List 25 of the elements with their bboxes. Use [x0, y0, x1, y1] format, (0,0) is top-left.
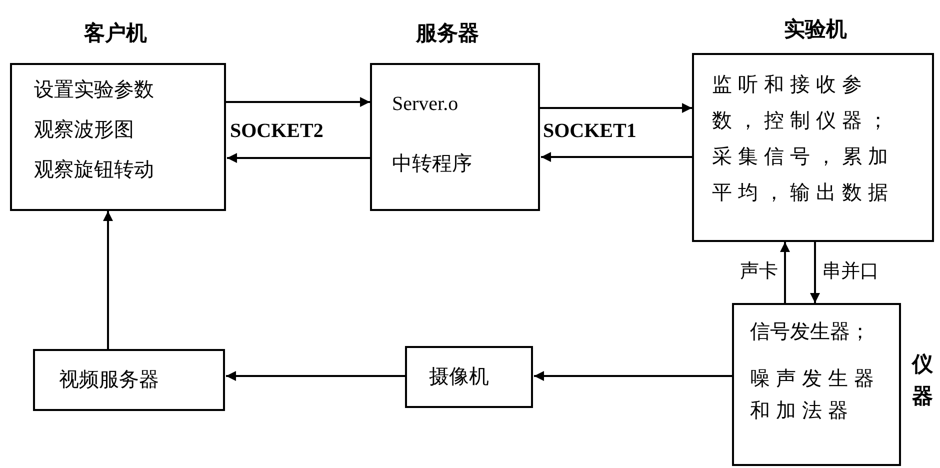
arrow — [226, 371, 405, 381]
arrow — [226, 97, 370, 107]
arrow — [540, 103, 692, 113]
node-text: 噪声发生器和加法器 — [750, 367, 881, 424]
node-heading: 服务器 — [416, 20, 479, 47]
node-text: 中转程序 — [392, 152, 472, 177]
node-text: 观察波形图 — [34, 118, 134, 143]
arrow — [541, 152, 692, 162]
node-text: 观察旋钮转动 — [34, 158, 154, 183]
node-text: Server.o — [392, 92, 458, 117]
node-heading: 客户机 — [84, 20, 147, 47]
node-text: 摄像机 — [429, 365, 489, 390]
node-text: 视频服务器 — [59, 368, 159, 393]
node-text: 信号发生器； — [750, 320, 870, 345]
node-heading: 实验机 — [784, 16, 847, 43]
node-heading: 仪器 — [912, 351, 933, 410]
arrow — [780, 242, 790, 303]
arrow — [227, 153, 370, 163]
node-text: 设置实验参数 — [34, 78, 154, 103]
arrow — [810, 242, 820, 303]
arrow — [534, 371, 732, 381]
node-text: 监听和接收参数，控制仪器；采集信号，累加平均，输出数据 — [712, 73, 895, 206]
video-server-box — [33, 349, 225, 411]
camera-box — [405, 346, 533, 408]
arrow — [103, 211, 113, 349]
